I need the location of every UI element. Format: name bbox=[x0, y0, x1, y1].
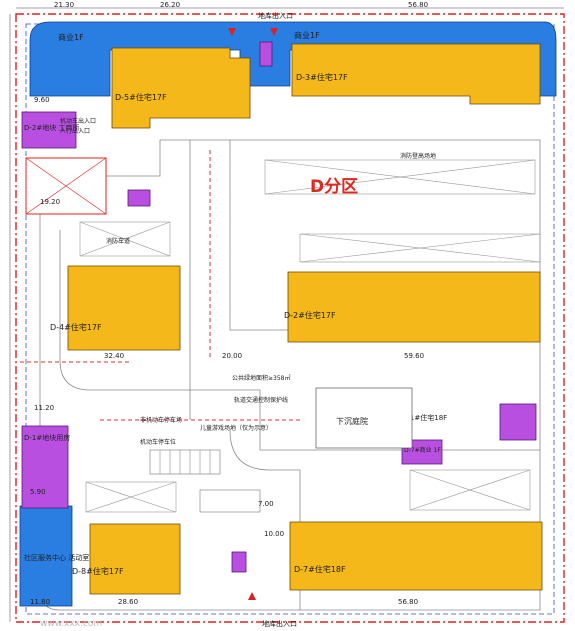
children-area-label: 儿童游戏场地（仅为示意） bbox=[200, 424, 272, 432]
svg-text:D-8#住宅17F: D-8#住宅17F bbox=[72, 566, 124, 576]
dim-5-90: 5.90 bbox=[30, 488, 46, 496]
parking-strip-2 bbox=[199, 489, 261, 513]
block-d2: D-2#住宅17F bbox=[284, 271, 541, 343]
commercial-left-bottom bbox=[19, 505, 73, 607]
dim-19-20: 19.20 bbox=[40, 198, 60, 206]
entrance-arrow-top-1 bbox=[270, 28, 278, 36]
dim-32-40: 32.40 bbox=[104, 352, 124, 360]
commercial-top-ribbon bbox=[29, 21, 557, 97]
public-building-lower bbox=[21, 425, 69, 509]
small-purple-2 bbox=[259, 41, 273, 67]
svg-text:D-1#住宅18F: D-1#住宅18F bbox=[402, 413, 447, 422]
small-purple-1 bbox=[127, 189, 151, 207]
watermark: www.xxx.com bbox=[40, 619, 102, 629]
fire-pad-label: 消防登高场地 bbox=[400, 152, 436, 160]
fire-pad-5 bbox=[409, 469, 531, 511]
block-d1: D-1#住宅18F bbox=[402, 413, 447, 422]
entrance-bottom-label: 地库出入口 bbox=[262, 619, 297, 628]
small-purple-5 bbox=[231, 551, 247, 573]
dim-28-60: 28.60 bbox=[118, 598, 138, 606]
entrance-arrow-top-2 bbox=[228, 28, 236, 36]
dim-top-1: 21.30 bbox=[54, 1, 74, 9]
public-green-label: 公共绿地面积≥358㎡ bbox=[232, 374, 290, 382]
fire-lane-label: 轨道交通控制保护线 bbox=[234, 396, 288, 404]
entrance-top-label: 地库出入口 bbox=[258, 11, 293, 20]
dim-59-60: 59.60 bbox=[404, 352, 424, 360]
public-building-left bbox=[21, 111, 77, 149]
dim-7-00: 7.00 bbox=[258, 500, 274, 508]
commercial-left-bottom-label: 社区服务中心 活动室 1F bbox=[24, 553, 100, 562]
svg-text:D-3#住宅17F: D-3#住宅17F bbox=[296, 72, 348, 82]
motor-left-label: 机动车停车位 bbox=[140, 438, 176, 446]
dim-56-80: 56.80 bbox=[398, 598, 418, 606]
fire-pad-2 bbox=[79, 221, 171, 257]
sunken-court bbox=[315, 387, 413, 449]
dim-11-80: 11.80 bbox=[30, 598, 50, 606]
dim-top-2: 26.20 bbox=[160, 1, 180, 9]
block-d5: D-5#住宅17F bbox=[111, 47, 251, 129]
public-building-lower-label: D-1#地块用房 bbox=[24, 433, 70, 442]
hatch-note: 消防车道 bbox=[106, 237, 130, 245]
fire-pad-1 bbox=[264, 159, 536, 195]
block-d7: D-7#住宅18F bbox=[289, 521, 543, 591]
commercial-top-left: 商业1F bbox=[58, 32, 84, 42]
lane-3 bbox=[229, 429, 301, 610]
parking-strip-1 bbox=[149, 449, 221, 475]
zone-title: D分区 bbox=[310, 177, 358, 197]
commercial-top-right: 商业1F bbox=[294, 30, 320, 40]
purple-3-label: D-7#商业 1F bbox=[404, 446, 441, 454]
inner-road bbox=[59, 230, 540, 451]
left-label-1: 机动车出入口 bbox=[60, 117, 96, 125]
fire-pad-3 bbox=[299, 233, 541, 263]
block-d4: D-4#住宅17F bbox=[50, 265, 181, 351]
svg-text:D-2#住宅17F: D-2#住宅17F bbox=[284, 310, 336, 320]
dim-10-00: 10.00 bbox=[264, 530, 284, 538]
svg-text:D-4#住宅17F: D-4#住宅17F bbox=[50, 322, 102, 332]
entrance-arrow-bottom bbox=[248, 592, 256, 600]
svg-text:D-5#住宅17F: D-5#住宅17F bbox=[115, 92, 167, 102]
dim-left-9-60: 9.60 bbox=[34, 96, 50, 104]
dim-20-00: 20.00 bbox=[222, 352, 242, 360]
bike-left-label: 非机动车停车场 bbox=[140, 416, 182, 424]
sunken-court-label: 下沉庭院 bbox=[336, 416, 368, 426]
left-label-2: 人行出入口 bbox=[60, 127, 90, 135]
public-building-left-label: D-2#地块 工商所 bbox=[24, 123, 79, 132]
block-d3: D-3#住宅17F bbox=[291, 43, 541, 105]
small-purple-4 bbox=[499, 403, 537, 441]
fire-pad-4 bbox=[85, 481, 177, 513]
svg-text:D-7#住宅18F: D-7#住宅18F bbox=[294, 564, 346, 574]
dim-top-3: 56.80 bbox=[408, 1, 428, 9]
dim-11-20: 11.20 bbox=[34, 404, 54, 412]
block-d8: D-8#住宅17F bbox=[72, 523, 181, 595]
